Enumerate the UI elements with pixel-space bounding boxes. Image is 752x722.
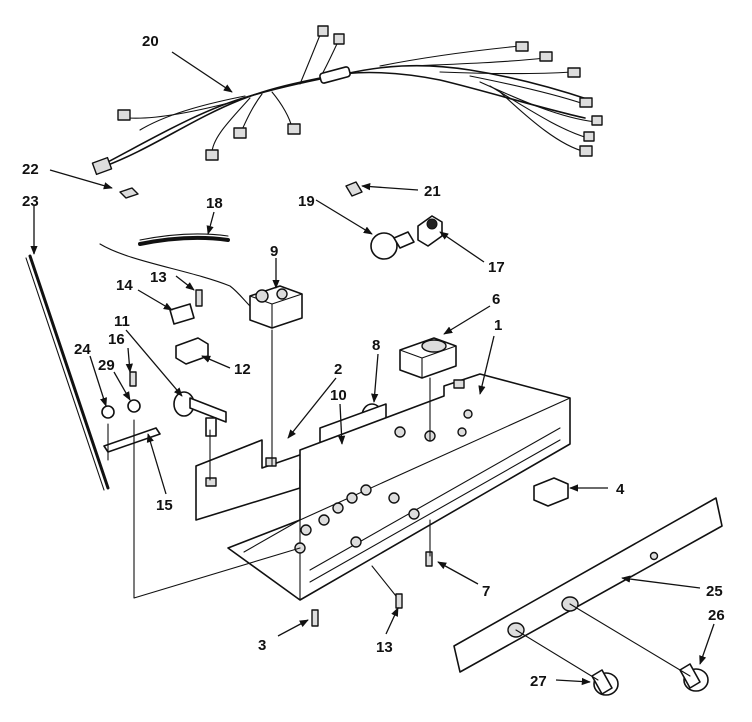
screw-part-16: [129, 371, 137, 387]
control-knob-part: [679, 663, 709, 692]
callout-23: 23: [22, 193, 39, 210]
callout-20: 20: [142, 33, 159, 50]
callout-22: 22: [22, 161, 39, 178]
callout-11: 11: [114, 313, 130, 330]
bracket-bar-part: [103, 427, 161, 453]
screw-part-lower: [395, 593, 403, 609]
washer-part-small: [127, 399, 141, 413]
mounting-plate-part: [195, 403, 387, 521]
callout-6: 6: [492, 291, 500, 308]
mounting-bracket-part: [175, 337, 209, 365]
callout-17: 17: [488, 259, 505, 276]
callout-14: 14: [116, 277, 133, 294]
bracket-part: [169, 303, 195, 325]
control-panel-part: [453, 497, 723, 673]
light-bulb-part: [370, 231, 415, 260]
bulb-clip-part: [345, 181, 363, 197]
callout-7: 7: [482, 583, 490, 600]
callout-4: 4: [616, 481, 625, 498]
control-knob-part-second: [591, 669, 619, 696]
callout-9: 9: [270, 243, 278, 260]
callout-16: 16: [108, 331, 125, 348]
wire-harness: [91, 25, 603, 176]
long-rod-part: [28, 254, 110, 490]
callout-13-lower: 13: [376, 639, 393, 656]
door-switch-part: [533, 477, 569, 507]
callout-1: 1: [494, 317, 502, 334]
washer-part: [101, 405, 115, 419]
callout-12: 12: [234, 361, 251, 378]
callout-18: 18: [206, 195, 223, 212]
tube-part: [138, 235, 230, 246]
callout-25: 25: [706, 583, 723, 600]
callout-8: 8: [372, 337, 380, 354]
defrost-timer-part: [399, 337, 457, 379]
callout-29: 29: [98, 357, 115, 374]
callout-21: 21: [424, 183, 441, 200]
callout-10: 10: [330, 387, 347, 404]
callout-24: 24: [74, 341, 91, 358]
screw-part-7: [425, 551, 433, 567]
callout-3: 3: [258, 637, 266, 654]
screw-part-upper: [195, 289, 203, 307]
lamp-socket-part: [417, 215, 443, 247]
screw-part-3: [311, 609, 319, 627]
callout-19: 19: [298, 193, 315, 210]
wire-clip-part: [119, 187, 139, 199]
callout-26: 26: [708, 607, 725, 624]
callout-2: 2: [334, 361, 342, 378]
callout-15: 15: [156, 497, 173, 514]
callout-27: 27: [530, 673, 547, 690]
thermostat-control-part: [99, 243, 303, 329]
control-housing-part: [227, 373, 571, 601]
callout-13-upper: 13: [150, 269, 167, 286]
switch-part: [173, 391, 227, 437]
